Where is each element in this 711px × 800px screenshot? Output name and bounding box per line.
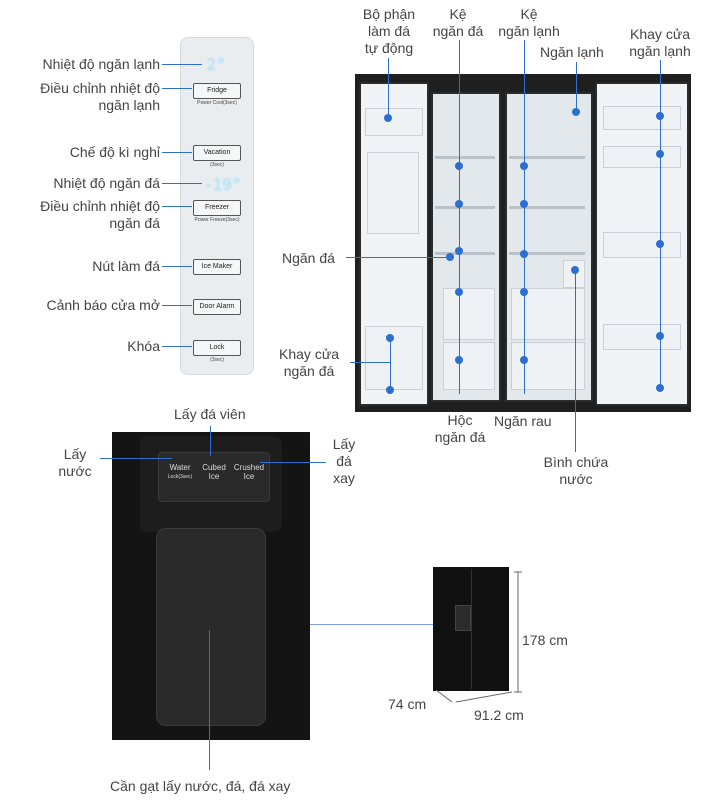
label-vacation: Chế độ kì nghỉ [69,144,160,160]
fridge-button-sub: Power Cool(3sec) [197,100,237,106]
lock-button-sub: (3sec) [210,357,224,363]
fridge-temp-display: 2° [206,55,226,74]
dispenser-crushed-label[interactable]: Crushed Ice [233,463,265,481]
label-freezer-adjust: Điều chỉnh nhiệt độ ngăn đá [40,198,160,231]
label-freezer-door-tray: Khay cửa ngăn đá [279,346,339,379]
fridge-open-image [355,74,691,412]
label-depth: 74 cm [388,696,427,712]
label-vegetable-drawer: Ngăn rau [494,413,552,429]
fridge-button[interactable]: Fridge [193,83,241,99]
freezer-button[interactable]: Freezer [193,200,241,216]
label-freezer-temp: Nhiệt độ ngăn đá [53,175,160,191]
label-water: Lấy nước [58,446,92,479]
label-freezer-drawer: Hộc ngăn đá [434,412,486,445]
fridge-closed-image [433,567,509,691]
dispenser-lever[interactable] [156,528,266,726]
label-lock: Khóa [127,338,160,354]
lock-button[interactable]: Lock [193,340,241,356]
label-freezer-shelf: Kệ ngăn đá [432,6,484,39]
dispenser-display: Water Lock(3sec) Cubed Ice Crushed Ice [158,452,270,502]
ice-maker-button[interactable]: Ice Maker [193,259,241,275]
label-cubed-ice: Lấy đá viên [174,406,246,422]
label-ice-maker: Nút làm đá [92,258,160,274]
dispenser-water-sub: Lock(3sec) [167,474,193,480]
label-fridge-adjust: Điều chỉnh nhiệt độ ngăn lạnh [40,80,160,113]
control-panel: 2° Fridge Power Cool(3sec) Vacation (3se… [180,37,254,375]
label-water-tank: Bình chứa nước [543,454,609,487]
label-height: 178 cm [522,632,568,648]
door-alarm-button[interactable]: Door Alarm [193,299,241,315]
vacation-button-sub: (3sec) [210,162,224,168]
label-door-alarm: Cảnh báo cửa mở [46,297,161,313]
vacation-button[interactable]: Vacation [193,145,241,161]
dispenser-cubed-label[interactable]: Cubed Ice [202,463,226,481]
label-width: 91.2 cm [474,707,524,723]
freezer-button-sub: Power Freeze(3sec) [194,217,240,223]
label-fridge-compartment: Ngăn lạnh [540,44,604,60]
label-fridge-door-tray: Khay cửa ngăn lạnh [629,26,691,59]
dispenser-water-label[interactable]: Water [169,463,191,472]
label-ice-maker-unit: Bộ phận làm đá tự động [362,6,416,56]
label-lever: Cần gạt lấy nước, đá, đá xay [110,778,291,794]
label-fridge-temp: Nhiệt độ ngăn lạnh [42,56,160,72]
label-fridge-shelf: Kệ ngăn lạnh [498,6,560,39]
dispenser-image: Water Lock(3sec) Cubed Ice Crushed Ice [112,432,310,740]
label-crushed-ice: Lấy đá xay [332,436,356,486]
label-freezer-compartment: Ngăn đá [282,250,335,266]
